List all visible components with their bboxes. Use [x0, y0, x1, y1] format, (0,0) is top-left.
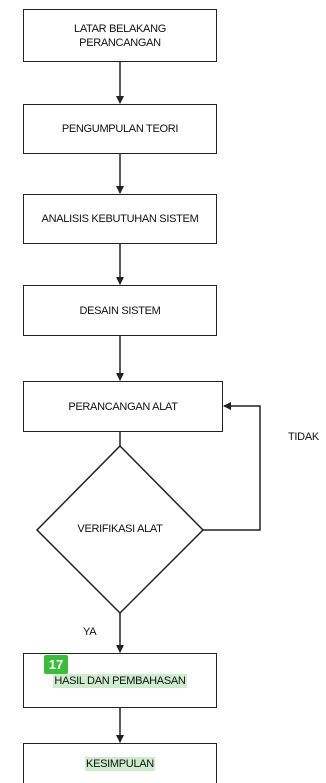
node-verifikasi-alat: VERIFIKASI ALAT — [77, 523, 163, 535]
node-desain-sistem: DESAIN SISTEM — [23, 285, 217, 336]
node-latar-belakang: LATAR BELAKANG PERANCANGAN — [23, 9, 217, 62]
node-pengumpulan-teori: PENGUMPULAN TEORI — [23, 104, 217, 154]
node-analisis-kebutuhan: ANALISIS KEBUTUHAN SISTEM — [23, 194, 217, 244]
node-hasil-text: HASIL DAN PEMBAHASAN — [53, 673, 187, 688]
node-kesimpulan: KESIMPULAN — [23, 743, 217, 783]
arrow-tidak-loop — [203, 402, 261, 531]
label-ya: YA — [83, 626, 97, 638]
node-perancangan-alat: PERANCANGAN ALAT — [23, 381, 223, 432]
node-kesimpulan-text: KESIMPULAN — [85, 756, 155, 771]
annotation-badge: 17 — [44, 655, 68, 674]
label-tidak: TIDAK — [288, 431, 319, 443]
